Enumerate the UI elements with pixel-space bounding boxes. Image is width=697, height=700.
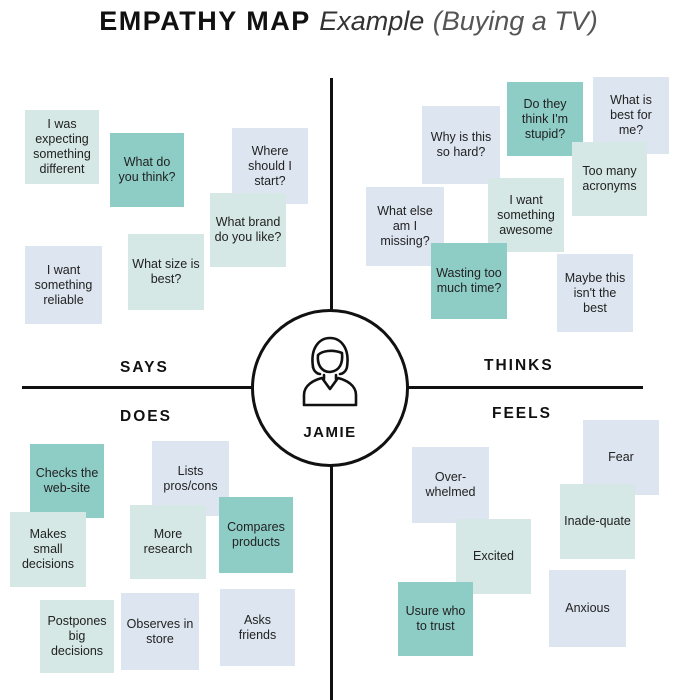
sticky-note: I was expecting something different <box>25 110 99 184</box>
sticky-note: Postpones big decisions <box>40 600 114 673</box>
title-main: EMPATHY MAP <box>99 6 311 36</box>
sticky-note: Lists pros/cons <box>152 441 229 516</box>
sticky-note: Wasting too much time? <box>431 243 507 319</box>
note-text: What is best for me? <box>610 93 652 137</box>
note-text: Fear <box>608 450 634 464</box>
note-text: Maybe this isn't the best <box>564 270 626 315</box>
sticky-note: What do you think? <box>110 133 184 207</box>
note-text: Where should I start? <box>248 143 292 188</box>
sticky-note: More research <box>130 505 206 579</box>
note-text: Inade-quate <box>564 514 631 528</box>
sticky-note: Where should I start? <box>232 128 308 204</box>
sticky-note: Anxious <box>549 570 626 647</box>
person-icon <box>302 336 358 407</box>
title-subject: (Buying a TV) <box>432 6 598 36</box>
note-text: More research <box>143 527 193 556</box>
note-text: What size is best? <box>132 257 200 286</box>
persona-name: JAMIE <box>303 424 357 441</box>
note-text: Asks friends <box>238 612 277 642</box>
sticky-note: What is best for me? <box>593 77 669 154</box>
note-text: I want something reliable <box>34 262 93 307</box>
sticky-note: Inade-quate <box>560 484 635 559</box>
sticky-note: Why is this so hard? <box>422 106 500 184</box>
sticky-note: Too many acronyms <box>572 142 647 216</box>
note-text: I want something awesome <box>497 192 555 237</box>
sticky-note: Observes in store <box>121 593 199 670</box>
label-thinks: THINKS <box>484 357 554 374</box>
sticky-note: Makes small decisions <box>10 512 86 587</box>
note-text: Excited <box>473 549 514 563</box>
sticky-note: Do they think I'm stupid? <box>507 82 583 156</box>
note-text: Too many acronyms <box>582 164 637 193</box>
sticky-note: Excited <box>456 519 531 594</box>
note-text: What brand do you like? <box>214 215 282 244</box>
sticky-note: Fear <box>583 420 659 495</box>
sticky-note: What brand do you like? <box>210 193 286 267</box>
sticky-note: I want something awesome <box>488 178 564 252</box>
sticky-note: I want something reliable <box>25 246 102 324</box>
sticky-note: What size is best? <box>128 234 204 310</box>
note-text: Wasting too much time? <box>436 266 502 295</box>
sticky-note: Over-whelmed <box>412 447 489 523</box>
title-example: Example <box>319 6 425 36</box>
note-text: Over-whelmed <box>425 470 476 499</box>
note-text: Why is this so hard? <box>430 130 492 159</box>
note-text: Observes in store <box>126 616 194 646</box>
sticky-note: Usure who to trust <box>398 582 473 656</box>
note-text: Postpones big decisions <box>47 614 107 658</box>
note-text: Makes small decisions <box>21 527 75 571</box>
sticky-note: Checks the web-site <box>30 444 104 518</box>
label-says: SAYS <box>120 359 169 376</box>
note-text: Lists pros/cons <box>163 463 218 493</box>
sticky-note: Compares products <box>219 497 293 573</box>
note-text: Usure who to trust <box>405 604 466 633</box>
note-text: Do they think I'm stupid? <box>521 96 569 141</box>
sticky-note: Asks friends <box>220 589 295 666</box>
sticky-note: Maybe this isn't the best <box>557 254 633 332</box>
note-text: I was expecting something different <box>33 117 91 176</box>
label-does: DOES <box>120 408 172 425</box>
note-text: Checks the web-site <box>35 466 99 495</box>
note-text: What do you think? <box>118 155 176 184</box>
page-title: EMPATHY MAP Example (Buying a TV) <box>0 6 697 37</box>
note-text: Compares products <box>227 520 285 549</box>
label-feels: FEELS <box>492 405 552 422</box>
note-text: What else am I missing? <box>377 204 433 248</box>
note-text: Anxious <box>565 601 610 615</box>
